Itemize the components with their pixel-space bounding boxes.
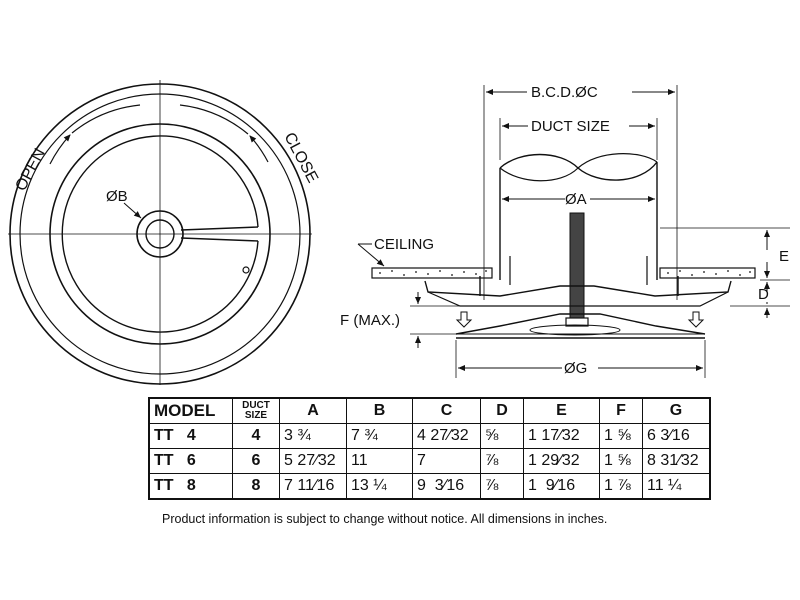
cell-f: 1 ⅝ <box>599 448 643 474</box>
header-duct-line2: SIZE <box>244 410 268 421</box>
table-row: TT 8 8 7 11⁄16 13 ¼ 9 3⁄16 ⅞ 1 9⁄16 1 ⅞ … <box>148 473 711 500</box>
cell-c: 4 27⁄32 <box>412 423 481 449</box>
collar-flange-lower <box>427 291 729 307</box>
cell-a: 7 11⁄16 <box>279 473 347 500</box>
table-row: TT 6 6 5 27⁄32 11 7 ⅞ 1 29⁄32 1 ⅝ 8 31⁄3… <box>148 448 711 474</box>
cell-a: 5 27⁄32 <box>279 448 347 474</box>
cell-b: 7 ¾ <box>346 423 413 449</box>
diameter-a-label: ØA <box>565 191 587 208</box>
table-header-row: MODEL DUCT SIZE A B C D E F G <box>148 397 711 424</box>
cell-g: 6 3⁄16 <box>642 423 711 449</box>
open-label: OPEN <box>13 146 49 194</box>
cell-g: 8 31⁄32 <box>642 448 711 474</box>
ceiling-leader-diag <box>357 243 385 267</box>
ceiling-left <box>371 267 493 279</box>
open-arc-tail <box>71 104 141 134</box>
cell-model: TT 4 <box>148 423 233 449</box>
ceiling-label: CEILING <box>374 236 434 253</box>
diameter-g-label: ØG <box>564 360 587 377</box>
diameter-b-leader <box>123 202 142 219</box>
cell-c: 9 3⁄16 <box>412 473 481 500</box>
rotation-indicator <box>529 324 621 336</box>
dimensions-table: MODEL DUCT SIZE A B C D E F G TT 4 4 3 ¾… <box>148 397 711 500</box>
threaded-rod <box>569 212 585 326</box>
damper-slot-top <box>180 226 259 231</box>
cell-model: TT 8 <box>148 473 233 500</box>
header-duct-line1: DUCT <box>242 400 270 411</box>
cell-f: 1 ⅝ <box>599 423 643 449</box>
outer-ring <box>9 83 311 385</box>
header-e: E <box>523 397 600 424</box>
header-f: F <box>599 397 643 424</box>
bcd-label: B.C.D.ØC <box>531 84 598 101</box>
header-a: A <box>279 397 347 424</box>
cell-e: 1 29⁄32 <box>523 448 600 474</box>
airflow-arrow-right <box>687 311 705 328</box>
duct-break-top <box>499 153 658 182</box>
technical-drawing: OPEN CLOSE ØB <box>8 80 790 385</box>
rod-nut <box>565 317 589 327</box>
cell-e: 1 17⁄32 <box>523 423 600 449</box>
duct-size-label: DUCT SIZE <box>531 118 610 135</box>
cell-d: ⅝ <box>480 423 524 449</box>
header-g: G <box>642 397 711 424</box>
airflow-arrow-left <box>455 311 473 328</box>
ceiling-right <box>659 267 756 279</box>
cell-f: 1 ⅞ <box>599 473 643 500</box>
cell-c: 7 <box>412 448 481 474</box>
damper-plate <box>61 135 259 333</box>
diffuser-face <box>49 123 271 345</box>
table-row: TT 4 4 3 ¾ 7 ¾ 4 27⁄32 ⅝ 1 17⁄32 1 ⅝ 6 3… <box>148 423 711 449</box>
cell-d: ⅞ <box>480 473 524 500</box>
cell-b: 11 <box>346 448 413 474</box>
close-label: CLOSE <box>280 130 320 186</box>
outer-ring-inner-edge <box>19 93 301 375</box>
d-label: D <box>758 286 769 303</box>
cell-d: ⅞ <box>480 448 524 474</box>
close-arc-tail <box>179 104 249 135</box>
cell-duct: 8 <box>232 473 280 500</box>
cell-e: 1 9⁄16 <box>523 473 600 500</box>
header-d: D <box>480 397 524 424</box>
cell-b: 13 ¼ <box>346 473 413 500</box>
ceiling-texture <box>379 270 751 276</box>
side-view <box>357 85 790 378</box>
cell-model: TT 6 <box>148 448 233 474</box>
close-direction-arrow <box>249 135 269 163</box>
diameter-b-label: ØB <box>106 188 128 205</box>
hub-outer <box>136 210 184 258</box>
footnote: Product information is subject to change… <box>162 512 608 526</box>
collar-flange <box>424 280 732 297</box>
cell-duct: 6 <box>232 448 280 474</box>
header-model: MODEL <box>148 397 233 424</box>
header-b: B <box>346 397 413 424</box>
cell-a: 3 ¾ <box>279 423 347 449</box>
cell-g: 11 ¼ <box>642 473 711 500</box>
f-label: F (MAX.) <box>340 312 400 329</box>
hub-inner <box>145 219 175 249</box>
header-c: C <box>412 397 481 424</box>
damper-slot-bottom <box>180 237 259 242</box>
open-direction-arrow <box>49 134 71 165</box>
top-view <box>8 80 312 385</box>
header-duct-size: DUCT SIZE <box>232 397 280 424</box>
diffuser-plate <box>455 313 706 335</box>
adjust-hole <box>242 266 250 274</box>
e-label: E <box>779 248 789 265</box>
cell-duct: 4 <box>232 423 280 449</box>
